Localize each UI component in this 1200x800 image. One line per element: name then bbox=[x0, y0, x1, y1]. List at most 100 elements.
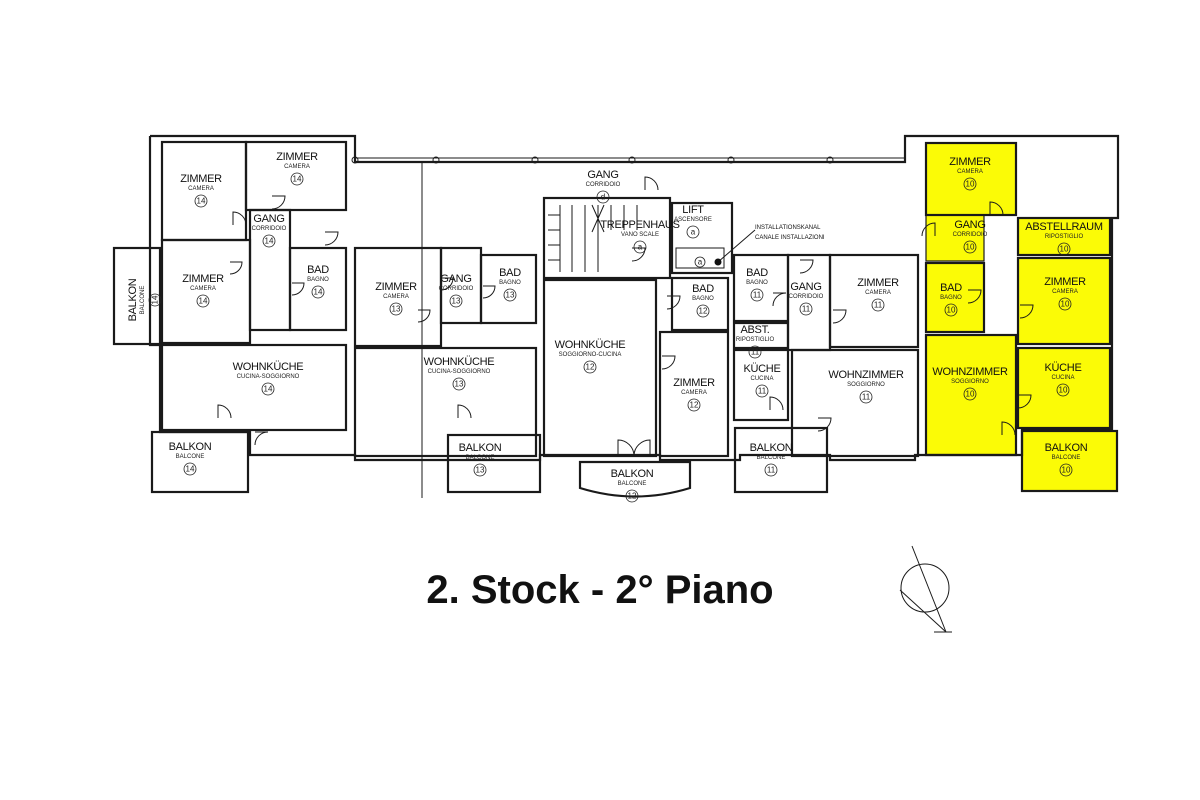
apartment-number-circle bbox=[871, 298, 885, 312]
apartment-number: 11 bbox=[753, 291, 762, 300]
room-name: BALKON bbox=[459, 442, 502, 454]
apartment-number-circle bbox=[799, 302, 813, 316]
apartment-number-circle bbox=[755, 384, 769, 398]
room-name: ZIMMER bbox=[673, 377, 715, 389]
room-name-italian: BAGNO bbox=[746, 280, 768, 286]
apartment-number: 10 bbox=[1060, 245, 1069, 254]
apartment-number: 10 bbox=[1062, 466, 1071, 475]
apartment-number: 10 bbox=[966, 243, 975, 252]
apartment-number-circle bbox=[148, 293, 162, 307]
apartment-number: 11 bbox=[862, 393, 871, 402]
room-name: BAD bbox=[746, 267, 768, 279]
room-name-italian: BALCONE bbox=[466, 455, 495, 461]
room-labels: ZIMMERCAMERA14ZIMMERCAMERA14GANGCORRIDOI… bbox=[127, 151, 1103, 503]
apartment-number-circle bbox=[748, 345, 762, 359]
apartment-number: 14 bbox=[186, 465, 195, 474]
apartment-number: 11 bbox=[767, 466, 776, 475]
apartment-number: 13 bbox=[455, 380, 464, 389]
apartment-number-circle bbox=[194, 194, 208, 208]
apartment-number-circle bbox=[290, 172, 304, 186]
room-name-italian: CORRIDOIO bbox=[789, 294, 824, 300]
room-name-italian: BALCONE bbox=[1052, 455, 1081, 461]
room-name-italian: CAMERA bbox=[284, 164, 310, 170]
room-name: BALKON bbox=[169, 441, 212, 453]
apartment-number-circle bbox=[625, 489, 639, 503]
installation-annotation: INSTALLATIONSKANAL CANALE INSTALLAZIONI … bbox=[694, 225, 825, 268]
apartment-number: 14 bbox=[199, 297, 208, 306]
room-name-italian: BALCONE bbox=[140, 286, 146, 315]
apartment-number-circle bbox=[859, 390, 873, 404]
apartment-number-circle bbox=[764, 463, 778, 477]
apartment-number: 14 bbox=[151, 295, 160, 304]
lift-badge: a bbox=[698, 258, 703, 267]
room-name: BALKON bbox=[1045, 442, 1088, 454]
apartment-10-highlight bbox=[925, 142, 1118, 492]
room-name: ZIMMER bbox=[182, 273, 224, 285]
apartment-number: a bbox=[638, 243, 643, 252]
room-name: BALKON bbox=[611, 468, 654, 480]
apartment-number-circle bbox=[389, 302, 403, 316]
apartment-number-circle bbox=[452, 377, 466, 391]
apartment-number: d bbox=[601, 193, 605, 202]
apartment-number: 12 bbox=[699, 307, 708, 316]
apartment-number: 11 bbox=[874, 301, 883, 310]
apartment-number-circle bbox=[196, 294, 210, 308]
room-name-italian: CUCINA-SOGGIORNO bbox=[237, 374, 300, 380]
room-name: ABST. bbox=[740, 324, 769, 336]
room-name: GANG bbox=[790, 281, 821, 293]
apartment-number: 12 bbox=[690, 401, 699, 410]
apartment-number: 10 bbox=[966, 180, 975, 189]
room-name: ABSTELLRAUM bbox=[1025, 221, 1103, 233]
room-name-italian: BAGNO bbox=[307, 277, 329, 283]
room-name-italian: CUCINA bbox=[1051, 375, 1074, 381]
apartment-number-circle bbox=[1058, 297, 1072, 311]
room-name-italian: CUCINA bbox=[750, 376, 773, 382]
apartment-number-circle bbox=[686, 225, 700, 239]
apartment-number: a bbox=[691, 228, 696, 237]
apartment-number: 13 bbox=[392, 305, 401, 314]
installation-label-de: INSTALLATIONSKANAL bbox=[755, 225, 821, 231]
room-name-italian: RIPOSTIGLIO bbox=[736, 337, 775, 343]
room-name: WOHNKÜCHE bbox=[555, 339, 626, 351]
room-name-italian: CORRIDOIO bbox=[439, 286, 474, 292]
room-name-italian: CAMERA bbox=[1052, 289, 1078, 295]
apartment-number-circle bbox=[583, 360, 597, 374]
room-name: WOHNZIMMER bbox=[932, 366, 1008, 378]
apartment-number-circle bbox=[944, 303, 958, 317]
apartment-number-circle bbox=[633, 240, 647, 254]
room-name: KÜCHE bbox=[1044, 362, 1081, 374]
room-name: ZIMMER bbox=[857, 277, 899, 289]
room-name: LIFT bbox=[682, 204, 704, 216]
apartment-number: 12 bbox=[586, 363, 595, 372]
room-name: WOHNKÜCHE bbox=[424, 356, 495, 368]
apartment-number: 14 bbox=[293, 175, 302, 184]
room-name-italian: CAMERA bbox=[865, 290, 891, 296]
apartment-number: 11 bbox=[758, 387, 767, 396]
floor-title: 2. Stock - 2° Piano bbox=[426, 568, 774, 612]
apartment-number: 10 bbox=[966, 390, 975, 399]
room-name: KÜCHE bbox=[743, 363, 780, 375]
apartment-number-circle bbox=[963, 240, 977, 254]
apartment-number-circle bbox=[503, 288, 517, 302]
